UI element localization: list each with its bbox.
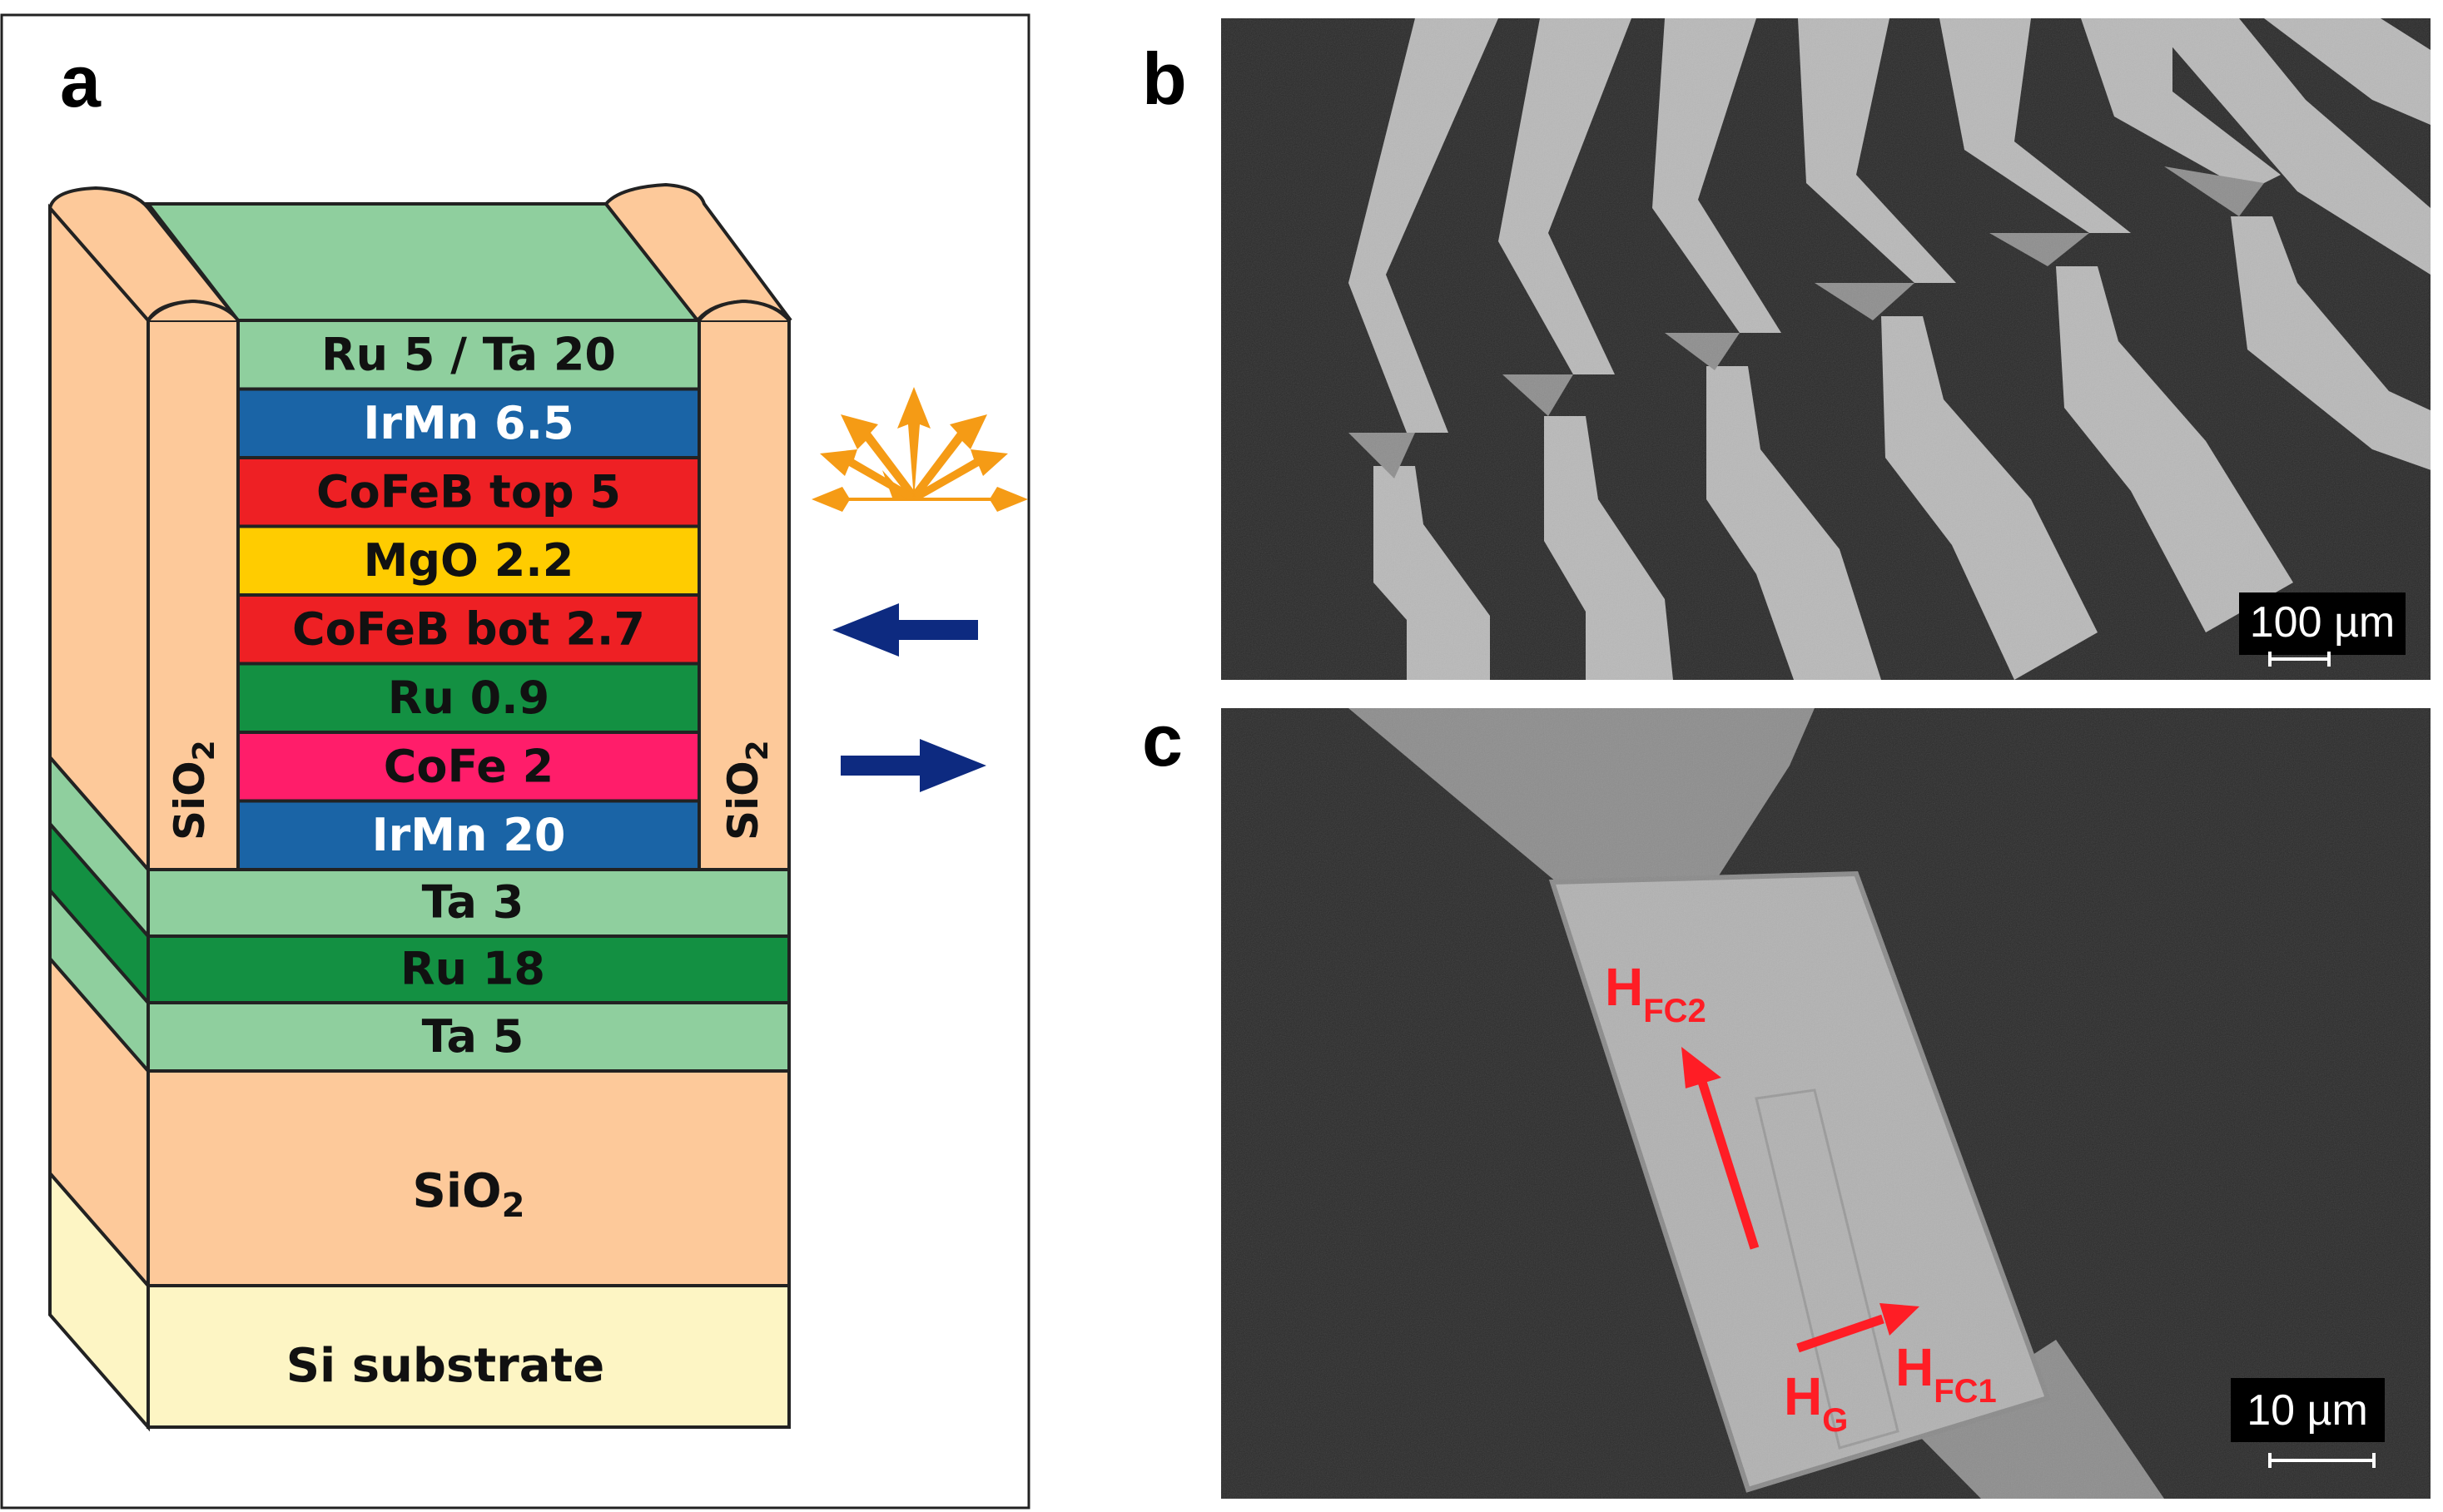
- panel-c-scale-bg: [2231, 1378, 2385, 1442]
- pillar-layer-label: CoFeB top 5: [316, 465, 621, 518]
- base-layer-label: Ta 5: [422, 1010, 524, 1063]
- hfc2-arrow-icon: [1681, 1047, 1760, 1250]
- stack-3d-sides: [47, 182, 792, 1432]
- hg-label: HG: [1784, 1366, 1848, 1439]
- pillar-layer: [236, 387, 701, 459]
- sidewall-left-label: SiO2: [166, 740, 221, 840]
- pillar-layer-label: MgO 2.2: [364, 534, 574, 587]
- orange-starburst-icon: [812, 387, 1028, 512]
- pillar-layer-label: IrMn 6.5: [363, 397, 574, 449]
- base-layer: [146, 868, 791, 938]
- pillar-layer: [236, 731, 701, 803]
- panel-a: a SiO2 SiO2: [0, 13, 1030, 1510]
- hfc1-arrow-icon: [1796, 1303, 1919, 1353]
- panel-a-letter: a: [60, 40, 102, 122]
- pillar-layer-label: CoFe 2: [384, 740, 554, 792]
- pillar-layer-label: Ru 0.9: [388, 672, 549, 724]
- blue-arrow-right-icon: [841, 739, 986, 792]
- pillar-layer-label: Ru 5 / Ta 20: [321, 328, 616, 380]
- panel-b-scale-label: 100 µm: [2250, 598, 2395, 647]
- panel-c-grain: [1221, 708, 2431, 1499]
- si-substrate: [146, 1284, 791, 1429]
- panel-b-scale-bg: [2239, 592, 2406, 655]
- sio2-block-label: SiO2: [413, 1164, 525, 1225]
- panel-b-grain: [1221, 18, 2431, 680]
- hfc2-label: HFC2: [1605, 957, 1706, 1029]
- panel-c-scale-label: 10 µm: [2247, 1386, 2368, 1435]
- pillar-layer-label: IrMn 20: [372, 809, 566, 861]
- blue-arrow-left-icon: [832, 603, 978, 657]
- pillar-layer: [236, 319, 701, 391]
- panel-b-letter: b: [1142, 37, 1187, 120]
- base-layer-label: Ta 3: [422, 876, 524, 929]
- sidewall-right-label: SiO2: [719, 740, 775, 840]
- pillar-layer: [236, 456, 701, 528]
- panel-b: b: [1142, 18, 2431, 680]
- base-layer-label: Ru 18: [400, 943, 545, 995]
- sio2-block: [146, 1069, 791, 1287]
- pillar-layer: [236, 524, 701, 597]
- base-layer: [146, 1001, 791, 1073]
- panel-c: c HFC2 HG HFC1 10 µm: [1142, 699, 2431, 1499]
- pillar-layer-label: CoFeB bot 2.7: [292, 602, 645, 655]
- base-layer: [146, 934, 791, 1004]
- panel-c-letter: c: [1142, 699, 1183, 781]
- base-layers: Ta 3 Ru 18 Ta 5: [146, 868, 791, 1073]
- si-substrate-label: Si substrate: [286, 1339, 605, 1393]
- panel-c-scale-bar: [2268, 1453, 2376, 1468]
- hfc1-label: HFC1: [1895, 1337, 1997, 1410]
- pillar-layer: [236, 662, 701, 734]
- panel-b-scale-bar: [2268, 652, 2331, 667]
